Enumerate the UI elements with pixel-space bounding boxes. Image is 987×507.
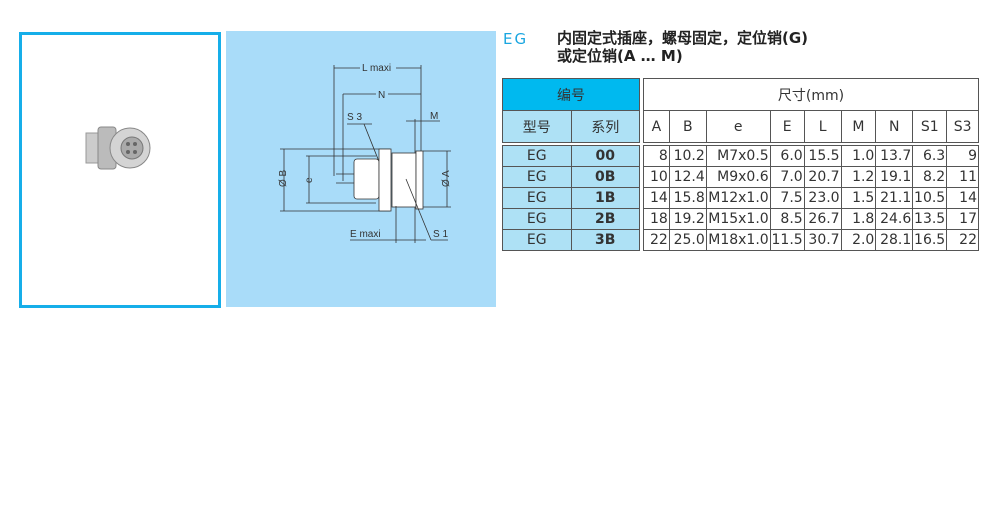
dim-cell: M15x1.0 (705, 208, 771, 230)
series-cell: 3B (570, 229, 640, 251)
header-dim: E (769, 110, 805, 143)
header-dim: M (840, 110, 877, 143)
label-m: M (430, 111, 438, 122)
dim-cell: 16.5 (912, 229, 948, 251)
dim-cell: 22 (643, 229, 670, 251)
label-b: Ø B (278, 169, 289, 187)
dim-cell: M7x0.5 (705, 145, 771, 167)
dim-cell: 13.5 (912, 208, 948, 230)
dim-cell: 15.8 (668, 187, 707, 209)
label-e: e (304, 177, 315, 183)
dim-cell: 10.2 (668, 145, 707, 167)
dim-cell: M12x1.0 (705, 187, 771, 209)
model-cell: EG (502, 229, 572, 251)
label-s3: S 3 (347, 112, 362, 123)
page-title: 内固定式插座，螺母固定，定位销(G) 或定位销(A … M) (557, 29, 808, 65)
dimension-drawing: L maxi N S 3 M Ø B e Ø A E maxi S 1 (226, 31, 496, 307)
label-a: Ø A (441, 170, 452, 187)
header-dim: L (803, 110, 842, 143)
header-dim: S1 (912, 110, 948, 143)
dim-cell: 2.0 (840, 229, 877, 251)
dim-cell: 11.5 (769, 229, 805, 251)
dim-cell: 10.5 (912, 187, 948, 209)
dim-cell: 7.5 (769, 187, 805, 209)
dim-cell: 6.0 (769, 145, 805, 167)
dim-cell: 1.5 (840, 187, 877, 209)
dim-cell: 8 (643, 145, 670, 167)
header-dim: B (668, 110, 707, 143)
series-cell: 0B (570, 166, 640, 188)
dim-cell: 13.7 (875, 145, 914, 167)
dim-cell: 14 (946, 187, 979, 209)
dim-cell: 1.0 (840, 145, 877, 167)
header-dim: N (875, 110, 914, 143)
model-cell: EG (502, 145, 572, 167)
model-cell: EG (502, 187, 572, 209)
header-dim: S3 (946, 110, 979, 143)
label-n: N (378, 90, 385, 101)
dim-cell: 28.1 (875, 229, 914, 251)
dim-cell: 23.0 (803, 187, 842, 209)
dim-cell: 8.2 (912, 166, 948, 188)
dim-cell: 10 (643, 166, 670, 188)
model-cell: EG (502, 166, 572, 188)
connector-photo (85, 126, 151, 170)
dim-cell: M18x1.0 (705, 229, 771, 251)
dim-cell: 6.3 (912, 145, 948, 167)
header-dimensions: 尺寸(mm) (643, 78, 979, 111)
title-line-1: 内固定式插座，螺母固定，定位销(G) (557, 29, 809, 47)
series-cell: 2B (570, 208, 640, 230)
series-cell: 00 (570, 145, 640, 167)
dim-cell: 14 (643, 187, 670, 209)
dim-cell: 17 (946, 208, 979, 230)
product-photo-frame (19, 32, 221, 308)
dim-cell: 15.5 (803, 145, 842, 167)
dim-cell: 30.7 (803, 229, 842, 251)
dim-cell: 1.2 (840, 166, 877, 188)
dim-cell: 9 (946, 145, 979, 167)
dim-cell: 7.0 (769, 166, 805, 188)
dim-cell: 19.2 (668, 208, 707, 230)
header-dim: A (643, 110, 670, 143)
label-l-maxi: L maxi (362, 63, 391, 74)
dim-cell: 25.0 (668, 229, 707, 251)
series-cell: 1B (570, 187, 640, 209)
dim-cell: 21.1 (875, 187, 914, 209)
dim-cell: 12.4 (668, 166, 707, 188)
dim-cell: 8.5 (769, 208, 805, 230)
label-e-maxi: E maxi (350, 229, 381, 240)
dim-cell: 20.7 (803, 166, 842, 188)
dim-cell: 26.7 (803, 208, 842, 230)
header-model: 型号 (502, 110, 572, 143)
dim-cell: 24.6 (875, 208, 914, 230)
title-line-2: 或定位销(A … M) (557, 47, 683, 65)
dim-cell: 18 (643, 208, 670, 230)
dim-cell: 11 (946, 166, 979, 188)
header-series: 系列 (570, 110, 640, 143)
model-cell: EG (502, 208, 572, 230)
dim-cell: 19.1 (875, 166, 914, 188)
header-dim: e (705, 110, 771, 143)
dim-cell: 22 (946, 229, 979, 251)
dim-cell: 1.8 (840, 208, 877, 230)
header-code: 编号 (502, 78, 640, 111)
label-s1: S 1 (433, 229, 448, 240)
dim-cell: M9x0.6 (705, 166, 771, 188)
product-code: EG (503, 30, 529, 48)
